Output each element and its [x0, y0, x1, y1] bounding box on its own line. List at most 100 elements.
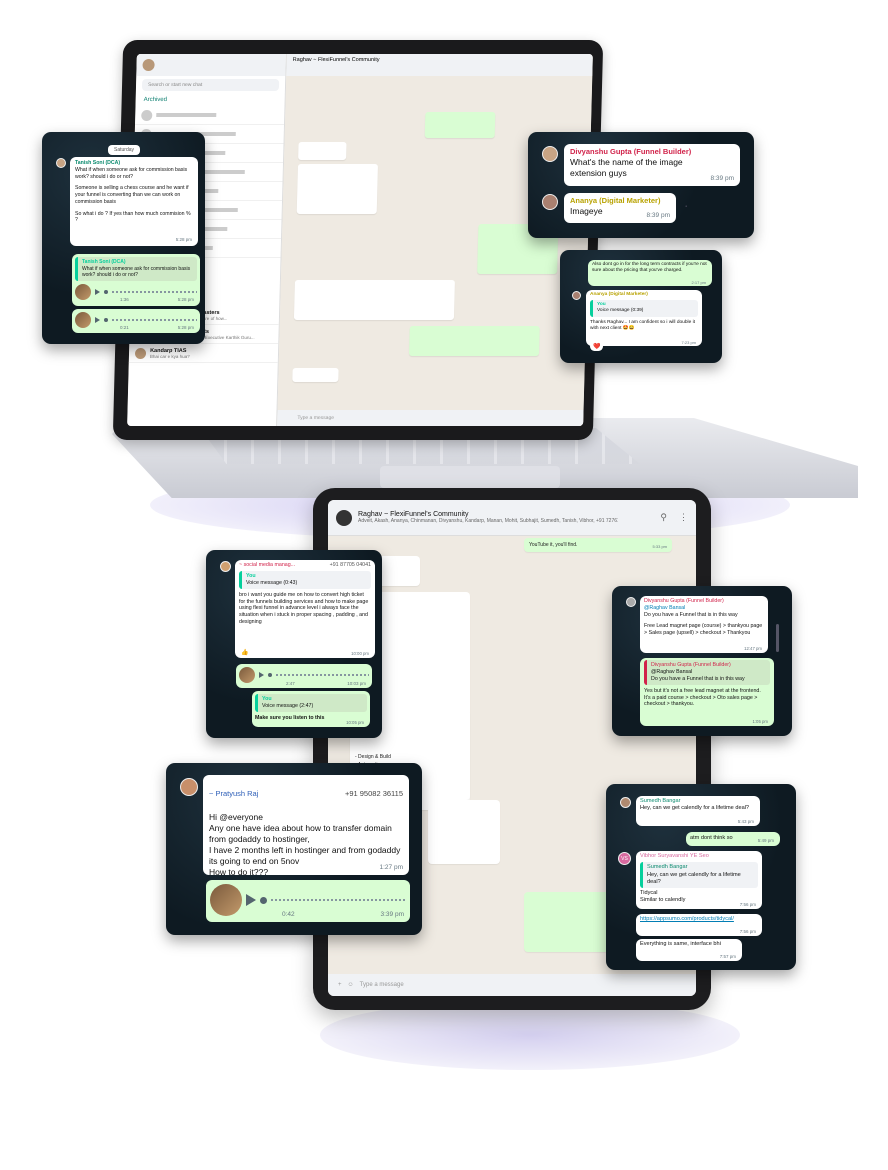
message-text: Free Lead magnet page (course) > thankyo…	[644, 622, 763, 636]
message-time: 7:23 pm	[681, 339, 696, 345]
message-bubble	[293, 280, 455, 320]
voice-bubble: 0:21 5:28 pm	[72, 309, 200, 333]
scrollbar[interactable]	[776, 624, 779, 652]
message-text: Do you have a Funnel that is in this way	[644, 611, 738, 618]
message-time: 2:17 pm	[691, 279, 706, 285]
reaction[interactable]: 👍	[238, 648, 252, 657]
message-time: 10:05 pm	[346, 720, 364, 726]
message-time: 10:03 pm	[347, 681, 366, 687]
chat-header[interactable]: Raghav ~ FlexiFunnel's Community Adveit,…	[328, 500, 696, 536]
avatar	[56, 158, 66, 168]
voice-message[interactable]	[210, 884, 406, 916]
sender-name: Divyanshu Gupta (Funnel Builder)	[570, 147, 692, 156]
quoted-message[interactable]: You Voice message (0:39)	[590, 300, 698, 317]
laptop-trackpad	[380, 466, 560, 488]
sender-row: ~ social media manag... +91 87705 04041	[239, 562, 371, 569]
message-bubble: Divyanshu Gupta (Funnel Builder) @Raghav…	[640, 596, 768, 653]
quoted-message[interactable]: You Voice message (0:43)	[239, 570, 371, 589]
quoted-message[interactable]: Divyanshu Gupta (Funnel Builder) @Raghav…	[644, 660, 770, 685]
message-text: Also dont go in for the long term contra…	[592, 262, 707, 274]
sender-row: ~ Pratyush Raj +91 95082 36115	[209, 789, 403, 799]
voice-message[interactable]	[75, 283, 197, 300]
waveform	[112, 290, 197, 293]
seek-handle[interactable]	[268, 673, 272, 677]
play-icon[interactable]	[95, 317, 100, 323]
quoted-message[interactable]: Tanish Soni (DCA) What if when someone a…	[75, 257, 197, 281]
seek-handle[interactable]	[260, 896, 267, 904]
sender-name: Divyanshu Gupta (Funnel Builder)	[644, 598, 724, 604]
message-bubble: YouTube it, you'll find. 5:33 pm	[524, 538, 672, 552]
message-text: YouTube it, you'll find.	[529, 542, 578, 548]
voice-bubble: 0:42 3:39 pm	[206, 880, 410, 922]
quote-sender: Sumedh Bangar	[647, 864, 688, 871]
seek-handle[interactable]	[104, 318, 108, 322]
group-title: Raghav ~ FlexiFunnel's Community	[292, 57, 380, 63]
message-bubble: Also dont go in for the long term contra…	[588, 260, 712, 286]
menu-icon[interactable]: ⋮	[679, 512, 688, 522]
avatar	[75, 283, 91, 300]
sender-phone: +91 95082 36115	[344, 789, 403, 799]
play-icon[interactable]	[246, 894, 256, 906]
message-text: Tidycal	[640, 890, 658, 897]
voice-message[interactable]	[75, 312, 197, 328]
sender-name: Sumedh Bangar	[640, 798, 681, 804]
avatar	[542, 146, 558, 162]
card-contracts: Also dont go in for the long term contra…	[560, 250, 722, 363]
avatar	[572, 291, 581, 300]
sender-phone: +91 87705 04041	[329, 562, 371, 568]
card-domain-transfer: ~ Pratyush Raj +91 95082 36115 Hi @every…	[166, 763, 422, 935]
message-input[interactable]: Type a message	[359, 982, 404, 988]
message-bubble: Tanish Soni (DCA) What if when someone a…	[70, 157, 198, 246]
card-high-ticket: ~ social media manag... +91 87705 04041 …	[206, 550, 382, 738]
reply-bubble: Divyanshu Gupta (Funnel Builder) @Raghav…	[640, 658, 774, 726]
message-bubble	[424, 112, 496, 138]
message-text: atm dont think so	[690, 835, 733, 841]
avatar	[620, 797, 631, 808]
search-input[interactable]: Search or start new chat	[141, 79, 280, 91]
archived-link[interactable]: Archived	[143, 97, 168, 103]
quote-mention: @Raghav Bansal	[651, 668, 693, 675]
waveform	[276, 674, 369, 676]
seek-handle[interactable]	[104, 289, 108, 294]
play-icon[interactable]	[95, 288, 100, 295]
message-text: What's the name of the image extension g…	[570, 156, 683, 178]
reaction[interactable]: ❤️	[590, 342, 604, 351]
message-bubble	[408, 326, 540, 356]
quoted-message[interactable]: Sumedh Bangar Hey, can we get calendly f…	[640, 862, 758, 889]
emoji-icon[interactable]: ☺	[347, 982, 354, 988]
plus-icon[interactable]: +	[338, 982, 342, 988]
play-icon[interactable]	[259, 672, 264, 678]
message-bubble: atm dont think so 5:49 pm	[686, 832, 780, 846]
quoted-message[interactable]: You Voice message (2:47)	[255, 694, 367, 712]
link[interactable]: https://appsumo.com/products/tidycal/	[640, 916, 734, 922]
card-funnel-question: Divyanshu Gupta (Funnel Builder) @Raghav…	[612, 586, 792, 736]
chat-header[interactable]: Raghav ~ FlexiFunnel's Community	[286, 54, 593, 76]
message-bubble: Ananya (Digital Marketer) Imageye 8:39 p…	[564, 193, 676, 223]
voice-message[interactable]	[239, 667, 369, 683]
message-time: 1:27 pm	[379, 863, 404, 871]
message-text: Hey, can we get calendly for a lifetime …	[640, 805, 750, 812]
date-chip: Saturday	[108, 145, 141, 155]
reply-bubble: Vibhor Suryavanshi YE Seo Sumedh Bangar …	[636, 851, 762, 909]
voice-duration: 2:47	[286, 681, 295, 687]
message-time: 5:49 pm	[757, 838, 774, 844]
search-icon[interactable]: ⚲	[660, 512, 667, 522]
reply-bubble: You Voice message (2:47) Make sure you l…	[252, 691, 370, 727]
message-text: So what i do ? If yes than how much comm…	[75, 210, 191, 224]
message-text: Make sure you listen to this	[255, 714, 325, 721]
avatar: VS	[618, 852, 631, 865]
avatar[interactable]	[142, 59, 155, 71]
message-bubble	[428, 800, 500, 864]
list-item[interactable]	[135, 106, 285, 125]
reply-bubble: ~ social media manag... +91 87705 04041 …	[235, 560, 375, 658]
message-time: 1:05 pm	[752, 719, 768, 725]
mention[interactable]: @Raghav Bansal	[644, 604, 686, 611]
voice-duration: 0:21	[120, 325, 129, 331]
message-time: 7:57 pm	[719, 954, 736, 960]
message-input[interactable]: Type a message	[277, 410, 584, 426]
quote-sender: Tanish Soni (DCA)	[82, 259, 126, 265]
list-line: - Design & Build	[355, 754, 391, 760]
message-bubble: Everything is same, interface bhi 7:57 p…	[636, 939, 742, 961]
quote-sender: You	[246, 572, 256, 579]
